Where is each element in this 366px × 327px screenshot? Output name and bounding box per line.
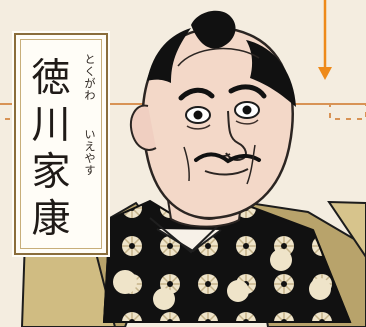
furigana-family: とくがわ — [80, 54, 100, 102]
furigana-char: え — [84, 140, 96, 153]
name-kanji: 徳 川 家 康 — [30, 55, 72, 243]
furigana-char: す — [84, 164, 96, 177]
furigana-char: く — [84, 65, 96, 78]
mon-crest-icon — [113, 249, 331, 310]
furigana-char: い — [84, 128, 96, 141]
name-kanji-3: 家 — [31, 150, 71, 195]
arrow-down-icon — [318, 0, 332, 80]
name-kanji-4: 康 — [31, 197, 71, 242]
name-kanji-2: 川 — [31, 103, 71, 148]
name-furigana: とくがわ いえやす — [80, 54, 100, 177]
name-card: 徳 川 家 康 とくがわ いえやす — [14, 33, 108, 255]
name-kanji-1: 徳 — [31, 56, 71, 101]
furigana-given: いえやす — [80, 129, 100, 177]
furigana-char: わ — [84, 89, 96, 102]
furigana-char: が — [84, 77, 96, 90]
furigana-char: や — [84, 152, 96, 165]
furigana-char: と — [84, 53, 96, 66]
